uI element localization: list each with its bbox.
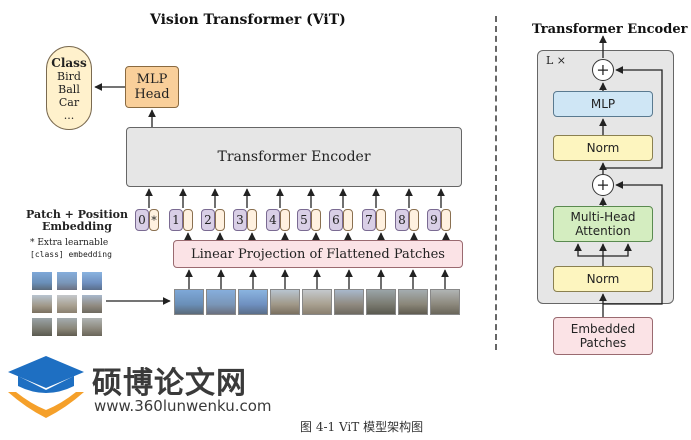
mlp-head-line1: MLP — [136, 72, 168, 87]
patch-token-4 — [280, 209, 290, 231]
patch-token-5 — [311, 209, 321, 231]
section-divider — [495, 16, 497, 350]
patch-token-9 — [441, 209, 451, 231]
source-image-tile-8 — [57, 318, 77, 336]
source-image-tile-5 — [57, 295, 77, 313]
patch-position-label: Patch + Position Embedding — [22, 209, 132, 233]
encoder-mlp-label: MLP — [590, 97, 616, 111]
flattened-patch-6 — [334, 289, 364, 315]
source-image-tile-7 — [32, 318, 52, 336]
figure-caption: 图 4-1 ViT 模型架构图 — [300, 420, 424, 434]
class-token-marker: * — [151, 213, 157, 227]
transformer-encoder-box: Transformer Encoder — [126, 127, 462, 187]
multi-head-attention-box: Multi-Head Attention — [553, 206, 653, 242]
position-index-2: 2 — [201, 209, 215, 231]
encoder-repeat-label: L × — [546, 54, 567, 67]
extra-note-line2: [class] embedding — [30, 250, 112, 259]
patch-token-1 — [183, 209, 193, 231]
mlp-head-line2: Head — [134, 87, 170, 102]
encoder-mlp-box: MLP — [553, 91, 653, 117]
mha-line1: Multi-Head — [570, 210, 636, 224]
position-index-1: 1 — [169, 209, 183, 231]
flattened-patch-3 — [238, 289, 268, 315]
position-index-8: 8 — [395, 209, 409, 231]
patch-token-7 — [376, 209, 386, 231]
watermark-logo-icon — [8, 356, 84, 418]
encoder-norm-bottom-label: Norm — [586, 272, 620, 286]
patch-token-6 — [343, 209, 353, 231]
position-index-3: 3 — [233, 209, 247, 231]
patch-position-line2: Embedding — [42, 220, 112, 233]
residual-add-bottom-symbol: + — [596, 175, 610, 194]
class-output-box: Class Bird Ball Car ... — [46, 46, 92, 130]
source-image-tile-1 — [32, 272, 52, 290]
transformer-encoder-label: Transformer Encoder — [217, 149, 371, 165]
embedded-line2: Patches — [579, 336, 627, 350]
linear-projection-box: Linear Projection of Flattened Patches — [173, 240, 463, 268]
source-image-tile-3 — [82, 272, 102, 290]
linear-projection-label: Linear Projection of Flattened Patches — [191, 246, 445, 262]
flattened-patch-4 — [270, 289, 300, 315]
position-index-5: 5 — [297, 209, 311, 231]
encoder-title: Transformer Encoder — [532, 22, 688, 37]
patch-token-2 — [215, 209, 225, 231]
position-index-4: 4 — [266, 209, 280, 231]
source-image-tile-6 — [82, 295, 102, 313]
flattened-patch-8 — [398, 289, 428, 315]
watermark-brand: 硕博论文网 — [92, 366, 247, 401]
flattened-patch-7 — [366, 289, 396, 315]
class-item-ball: Ball — [58, 83, 80, 96]
residual-add-bottom-icon: + — [592, 174, 614, 196]
source-image-tile-4 — [32, 295, 52, 313]
embedded-patches-box: Embedded Patches — [553, 317, 653, 355]
class-token: * — [149, 209, 159, 231]
position-index-6: 6 — [329, 209, 343, 231]
source-image-tile-9 — [82, 318, 102, 336]
class-heading: Class — [51, 56, 87, 70]
class-item-bird: Bird — [57, 70, 81, 83]
embedded-line1: Embedded — [570, 322, 636, 336]
flattened-patch-2 — [206, 289, 236, 315]
residual-add-top-symbol: + — [596, 60, 610, 79]
extra-note-line1: * Extra learnable — [30, 238, 109, 248]
flattened-patch-1 — [174, 289, 204, 315]
flattened-patch-9 — [430, 289, 460, 315]
patch-token-8 — [409, 209, 419, 231]
position-index-7: 7 — [362, 209, 376, 231]
mha-line2: Attention — [575, 224, 631, 238]
extra-embedding-note: * Extra learnable [class] embedding — [30, 238, 112, 260]
position-index-0: 0 — [135, 209, 149, 231]
patch-token-3 — [247, 209, 257, 231]
source-image-tile-2 — [57, 272, 77, 290]
encoder-norm-bottom-box: Norm — [553, 266, 653, 292]
vit-title: Vision Transformer (ViT) — [150, 12, 346, 28]
mlp-head-box: MLP Head — [125, 66, 179, 108]
residual-add-top-icon: + — [592, 59, 614, 81]
encoder-norm-top-box: Norm — [553, 135, 653, 161]
encoder-norm-top-label: Norm — [586, 141, 620, 155]
class-item-car: Car — [58, 96, 80, 109]
flattened-patch-5 — [302, 289, 332, 315]
watermark-url: www.360lunwenku.com — [94, 397, 272, 415]
position-index-9: 9 — [427, 209, 441, 231]
patch-position-line1: Patch + Position — [25, 208, 129, 221]
class-item-ellipsis: ... — [63, 109, 75, 122]
